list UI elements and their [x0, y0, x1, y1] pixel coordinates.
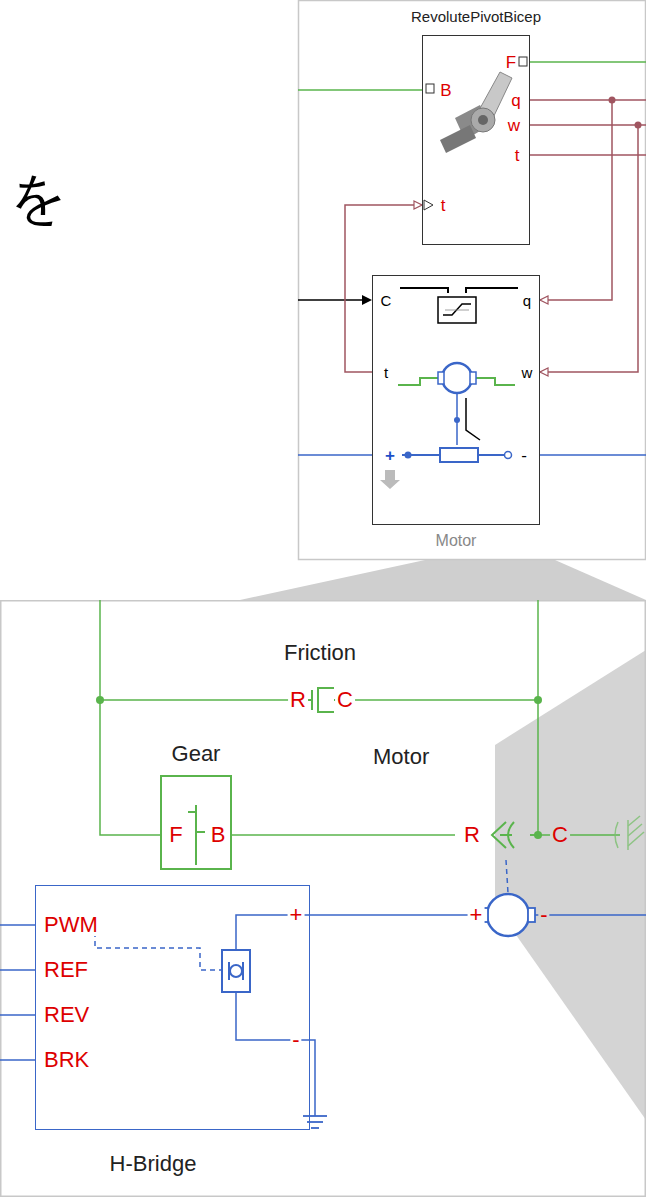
motor-block-icon: [380, 288, 518, 489]
ground-symbol: [303, 1116, 327, 1128]
connector: [232, 834, 455, 836]
port-label: F: [167, 824, 184, 846]
damper-block: Friction: [260, 638, 380, 718]
wires: [100, 600, 620, 835]
port-label: w: [520, 365, 535, 380]
port-label: w: [506, 117, 522, 134]
port-label: R: [462, 824, 482, 846]
port-label: -: [290, 1029, 301, 1051]
zoom-shade: [240, 560, 646, 600]
port-label: PWM: [42, 914, 100, 936]
port-label: C: [379, 293, 394, 308]
node-title: Friction: [284, 640, 356, 665]
port-label: q: [509, 92, 522, 109]
node-title: H-Bridge: [110, 1151, 197, 1176]
node-title: Motor: [436, 532, 477, 550]
motor-converter-symbol: [492, 822, 514, 848]
rotational-reference: [615, 816, 644, 850]
dots: [96, 696, 542, 839]
electrical-wires: [0, 860, 646, 1116]
port-label: +: [288, 904, 305, 926]
port-label: C: [335, 689, 355, 711]
node-title: Gear: [172, 741, 221, 766]
node-title: RevolutePivotBicep: [411, 8, 541, 25]
port-label: -: [519, 447, 529, 464]
port-label: +: [383, 447, 397, 464]
connector: [530, 125, 638, 372]
port-label: REF: [42, 959, 90, 981]
subsystem-block: Motor: [372, 275, 540, 525]
port-label: -: [538, 904, 549, 926]
node-title: Motor: [373, 744, 429, 769]
damper-symbol: [306, 688, 338, 712]
port-label: REV: [42, 1004, 91, 1026]
port-label: F: [504, 54, 518, 71]
heading-fragment: を: [8, 170, 69, 226]
dc-motor-symbol: [481, 894, 535, 936]
port-label: C: [550, 824, 570, 846]
connector: [100, 700, 260, 835]
connector: [345, 205, 422, 372]
panel-frame: [1, 601, 646, 1197]
panel-frame: [299, 1, 646, 560]
wires: [298, 62, 646, 455]
switch-symbol: [222, 950, 250, 992]
port-label: t: [439, 197, 448, 214]
zoom-shade: [495, 650, 646, 1120]
port-label: t: [382, 365, 390, 380]
port-label: B: [209, 824, 228, 846]
port-label: R: [288, 689, 308, 711]
port-label: +: [468, 904, 485, 926]
port-label: B: [438, 82, 453, 99]
gear-symbol: [188, 805, 205, 865]
revolute-joint-icon: [424, 57, 527, 210]
port-label: BRK: [42, 1049, 91, 1071]
port-label: t: [513, 147, 522, 164]
port-label: q: [521, 293, 533, 308]
gear-block: Gear: [160, 775, 232, 870]
connector: [530, 100, 612, 300]
